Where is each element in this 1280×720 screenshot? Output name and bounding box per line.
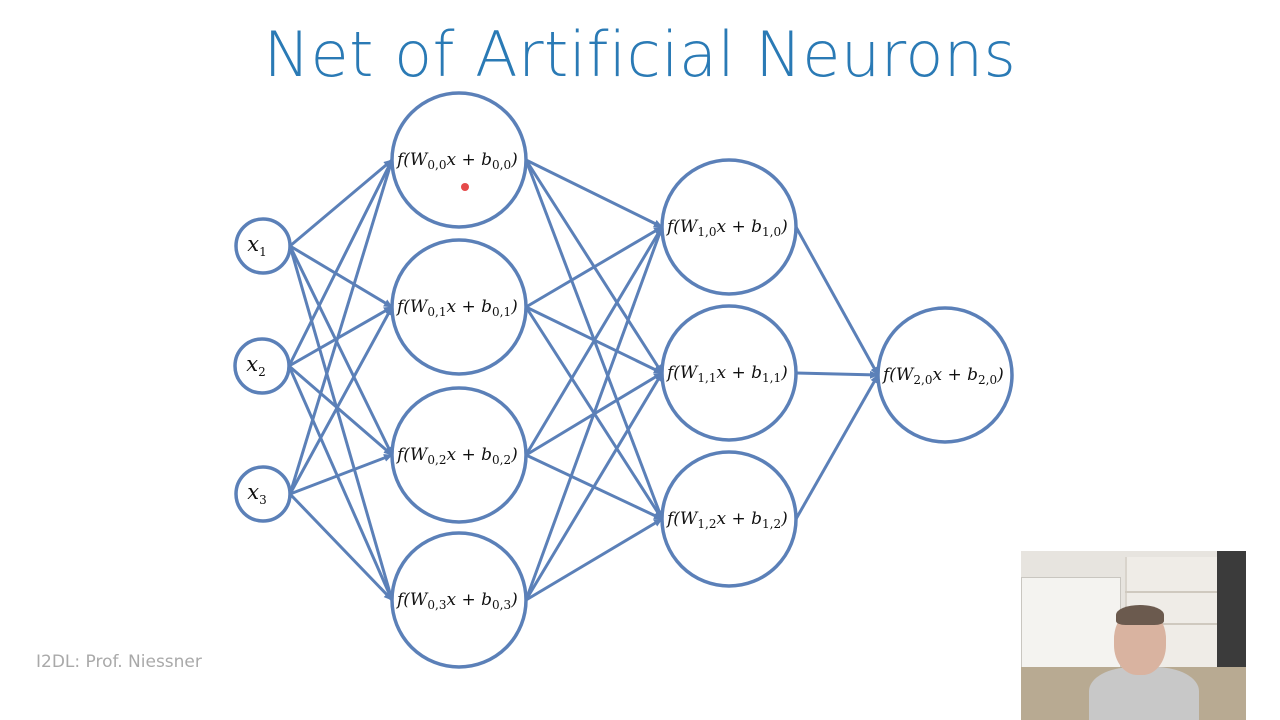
neurons: x1 x2 x3 f(W0,0x + b0,0) f(W0,1x + b0,1) f(W0… xyxy=(233,91,1014,669)
neuron-n00: f(W0,0x + b0,0) xyxy=(390,91,528,229)
neuron-n02: f(W0,2x + b0,2) xyxy=(390,386,528,524)
neuron-n10: f(W1,0x + b1,0) xyxy=(660,158,798,296)
neuron-circle xyxy=(660,304,798,442)
edge-l0-l1-3-2 xyxy=(525,517,663,602)
neuron-label: f(W1,0x + b1,0) xyxy=(665,217,788,239)
presenter-shirt xyxy=(1089,667,1199,720)
edge-l1-l2-1-0 xyxy=(795,370,879,379)
neuron-label: f(W0,0x + b0,0) xyxy=(395,150,518,172)
neuron-circle xyxy=(660,450,798,588)
edge-in-l0-2-3 xyxy=(288,492,394,602)
neuron-label: f(W2,0x + b2,0) xyxy=(881,365,1004,387)
input-node-x2: x2 xyxy=(233,337,291,395)
connections xyxy=(287,158,880,602)
edge-in-l0-0-2 xyxy=(288,245,394,456)
neuron-circle xyxy=(660,158,798,296)
edge-l0-l1-2-0 xyxy=(524,226,664,456)
input-node-x3: x3 xyxy=(234,465,292,523)
neuron-label: f(W0,1x + b0,1) xyxy=(395,297,518,319)
neuron-label: f(W1,1x + b1,1) xyxy=(665,363,788,385)
edge-l0-l1-1-0 xyxy=(525,225,663,309)
neuron-circle xyxy=(876,306,1014,444)
neuron-circle xyxy=(390,531,528,669)
neuron-circle xyxy=(234,465,292,523)
neuron-circle xyxy=(234,217,292,275)
footer-credit: I2DL: Prof. Niessner xyxy=(36,652,202,672)
input-node-x1: x1 xyxy=(234,217,292,275)
edge-l0-l1-3-0 xyxy=(524,226,664,601)
edge-l0-l1-0-0 xyxy=(525,158,663,229)
presenter-webcam xyxy=(1021,551,1246,720)
edge-in-l0-0-1 xyxy=(289,244,393,309)
neuron-n03: f(W0,3x + b0,3) xyxy=(390,531,528,669)
edge-in-l0-1-2 xyxy=(288,364,393,457)
neuron-n12: f(W1,2x + b1,2) xyxy=(660,450,798,588)
edge-in-l0-1-1 xyxy=(288,305,393,368)
neuron-n01: f(W0,1x + b0,1) xyxy=(390,238,528,376)
edge-in-l0-1-3 xyxy=(287,365,394,601)
edge-in-l0-2-2 xyxy=(289,453,393,496)
slide-title: Net of Artificial Neurons xyxy=(263,18,1017,91)
edge-in-l0-2-0 xyxy=(288,159,394,495)
edge-l1-l2-0-0 xyxy=(794,226,880,376)
neuron-circle xyxy=(390,386,528,524)
neuron-label: f(W0,2x + b0,2) xyxy=(395,445,518,467)
neuron-circle xyxy=(390,91,528,229)
laser-pointer-dot xyxy=(461,183,469,191)
neuron-label: f(W1,2x + b1,2) xyxy=(665,509,788,531)
neuron-circle xyxy=(390,238,528,376)
neuron-circle xyxy=(233,337,291,395)
neuron-label: f(W0,3x + b0,3) xyxy=(395,590,518,612)
edge-in-l0-0-3 xyxy=(288,245,394,601)
whiteboard xyxy=(1021,577,1121,669)
edge-l1-l2-2-0 xyxy=(794,374,880,520)
edge-in-l0-2-1 xyxy=(288,306,394,495)
edge-l0-l1-3-1 xyxy=(524,372,664,601)
edge-in-l0-0-0 xyxy=(289,158,393,248)
neuron-n11: f(W1,1x + b1,1) xyxy=(660,304,798,442)
neuron-n20: f(W2,0x + b2,0) xyxy=(876,306,1014,444)
edge-in-l0-1-0 xyxy=(287,159,394,367)
